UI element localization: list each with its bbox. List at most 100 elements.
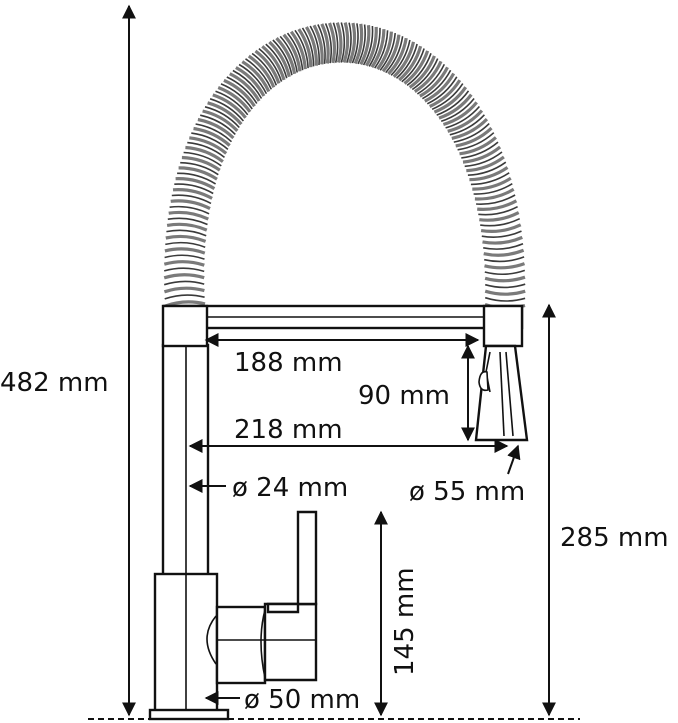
base-plate	[148, 708, 230, 721]
coil-turn	[348, 22, 357, 64]
spray-head	[474, 344, 529, 442]
coil-turn	[301, 27, 315, 67]
coil-turn	[466, 155, 505, 173]
coil-turn	[166, 229, 207, 237]
coil-turn	[447, 109, 484, 133]
coil-turn	[480, 217, 521, 227]
coil-turn	[484, 256, 525, 263]
coil-turn	[305, 26, 318, 66]
coil-turn	[187, 141, 225, 159]
dim-handle-height: 145 mm	[374, 510, 420, 717]
coil-turn	[165, 241, 206, 248]
coil-turn	[289, 30, 307, 70]
coil-turn	[320, 23, 330, 64]
dim-spray-head-diameter: ø 55 mm	[409, 444, 525, 507]
coil-turn	[163, 286, 205, 294]
coil-turn	[286, 32, 304, 71]
coil-turn	[175, 177, 216, 190]
coil-turn	[392, 41, 416, 78]
coil-turn	[197, 117, 235, 140]
coil-turn	[332, 22, 339, 63]
coil-turn	[484, 283, 526, 289]
coil-turn	[215, 90, 249, 116]
coil-turn	[406, 53, 432, 87]
dim-base-diameter: ø 50 mm	[204, 685, 360, 715]
coil-turn	[340, 22, 346, 63]
coil-turn	[422, 69, 452, 100]
coil-turn	[353, 23, 364, 65]
coil-turn	[220, 83, 253, 110]
coil-turn	[457, 132, 495, 151]
coil-turn	[359, 25, 371, 66]
coil-turn	[177, 172, 217, 185]
coil-turn	[342, 22, 350, 64]
coil-turn	[328, 22, 337, 64]
coil-turn	[431, 83, 464, 111]
coil-turn	[275, 36, 297, 75]
coil-turn	[294, 29, 309, 69]
coil-turn	[167, 217, 208, 226]
coil-turn	[442, 101, 478, 127]
dim-spout-reach-inner: 188 mm	[204, 333, 480, 378]
coil-turn	[453, 123, 490, 143]
coil-turn	[191, 132, 229, 151]
coil-turn	[449, 114, 485, 136]
coil-turn	[163, 267, 205, 273]
coil-turn	[335, 22, 343, 63]
coil-turn	[470, 172, 510, 186]
coil-turn	[462, 145, 502, 164]
coil-turn	[238, 63, 268, 95]
lever-handle	[266, 510, 318, 614]
coil-turn	[476, 194, 516, 205]
coil-turn	[411, 58, 439, 91]
coil-turn	[426, 76, 458, 105]
label-spout-reach-inner: 188 mm	[234, 348, 343, 378]
coil-turn	[324, 23, 333, 64]
coil-turn	[163, 260, 205, 267]
coil-turn	[483, 243, 524, 250]
coil-turn	[166, 222, 208, 232]
coil-turn	[202, 109, 239, 133]
coil-turn	[481, 230, 522, 238]
label-total-height: 482 mm	[0, 368, 109, 398]
coil-turn	[461, 141, 499, 159]
coil-turn	[247, 54, 276, 88]
coil-turn	[171, 194, 212, 205]
label-handle-height: 145 mm	[390, 567, 420, 676]
coil-turn	[245, 58, 273, 90]
coil-turn	[451, 117, 489, 140]
coil-turn	[170, 199, 211, 211]
coil-turn	[381, 34, 401, 73]
label-body-diameter: ø 24 mm	[232, 473, 348, 503]
coil-turn	[168, 210, 209, 221]
coil-turn	[195, 123, 233, 143]
coil-turn	[483, 248, 525, 257]
coil-turn	[429, 79, 462, 108]
coil-turn	[312, 24, 324, 65]
mixer-body	[153, 572, 318, 716]
dim-body-diameter: ø 24 mm	[188, 473, 348, 503]
coil-turn	[268, 40, 291, 78]
spring-coil	[163, 22, 526, 310]
coil-turn	[223, 78, 256, 108]
label-spout-height: 285 mm	[560, 523, 669, 553]
coil-turn	[229, 72, 261, 102]
coil-turn	[484, 275, 526, 283]
coil-turn	[217, 86, 252, 113]
coil-turn	[482, 235, 523, 245]
coil-turn	[193, 126, 231, 147]
coil-turn	[212, 93, 247, 119]
coil-turn	[474, 187, 515, 201]
coil-turn	[387, 37, 408, 75]
coil-turn	[309, 25, 320, 66]
coil-turn	[185, 145, 224, 163]
coil-turn	[178, 166, 218, 181]
coil-turn	[164, 294, 205, 300]
coil-turn	[424, 72, 456, 103]
coil-turn	[464, 151, 503, 168]
coil-turn	[484, 269, 526, 276]
coil-turn	[376, 31, 393, 71]
coil-turn	[164, 247, 206, 255]
coil-turn	[395, 43, 418, 79]
